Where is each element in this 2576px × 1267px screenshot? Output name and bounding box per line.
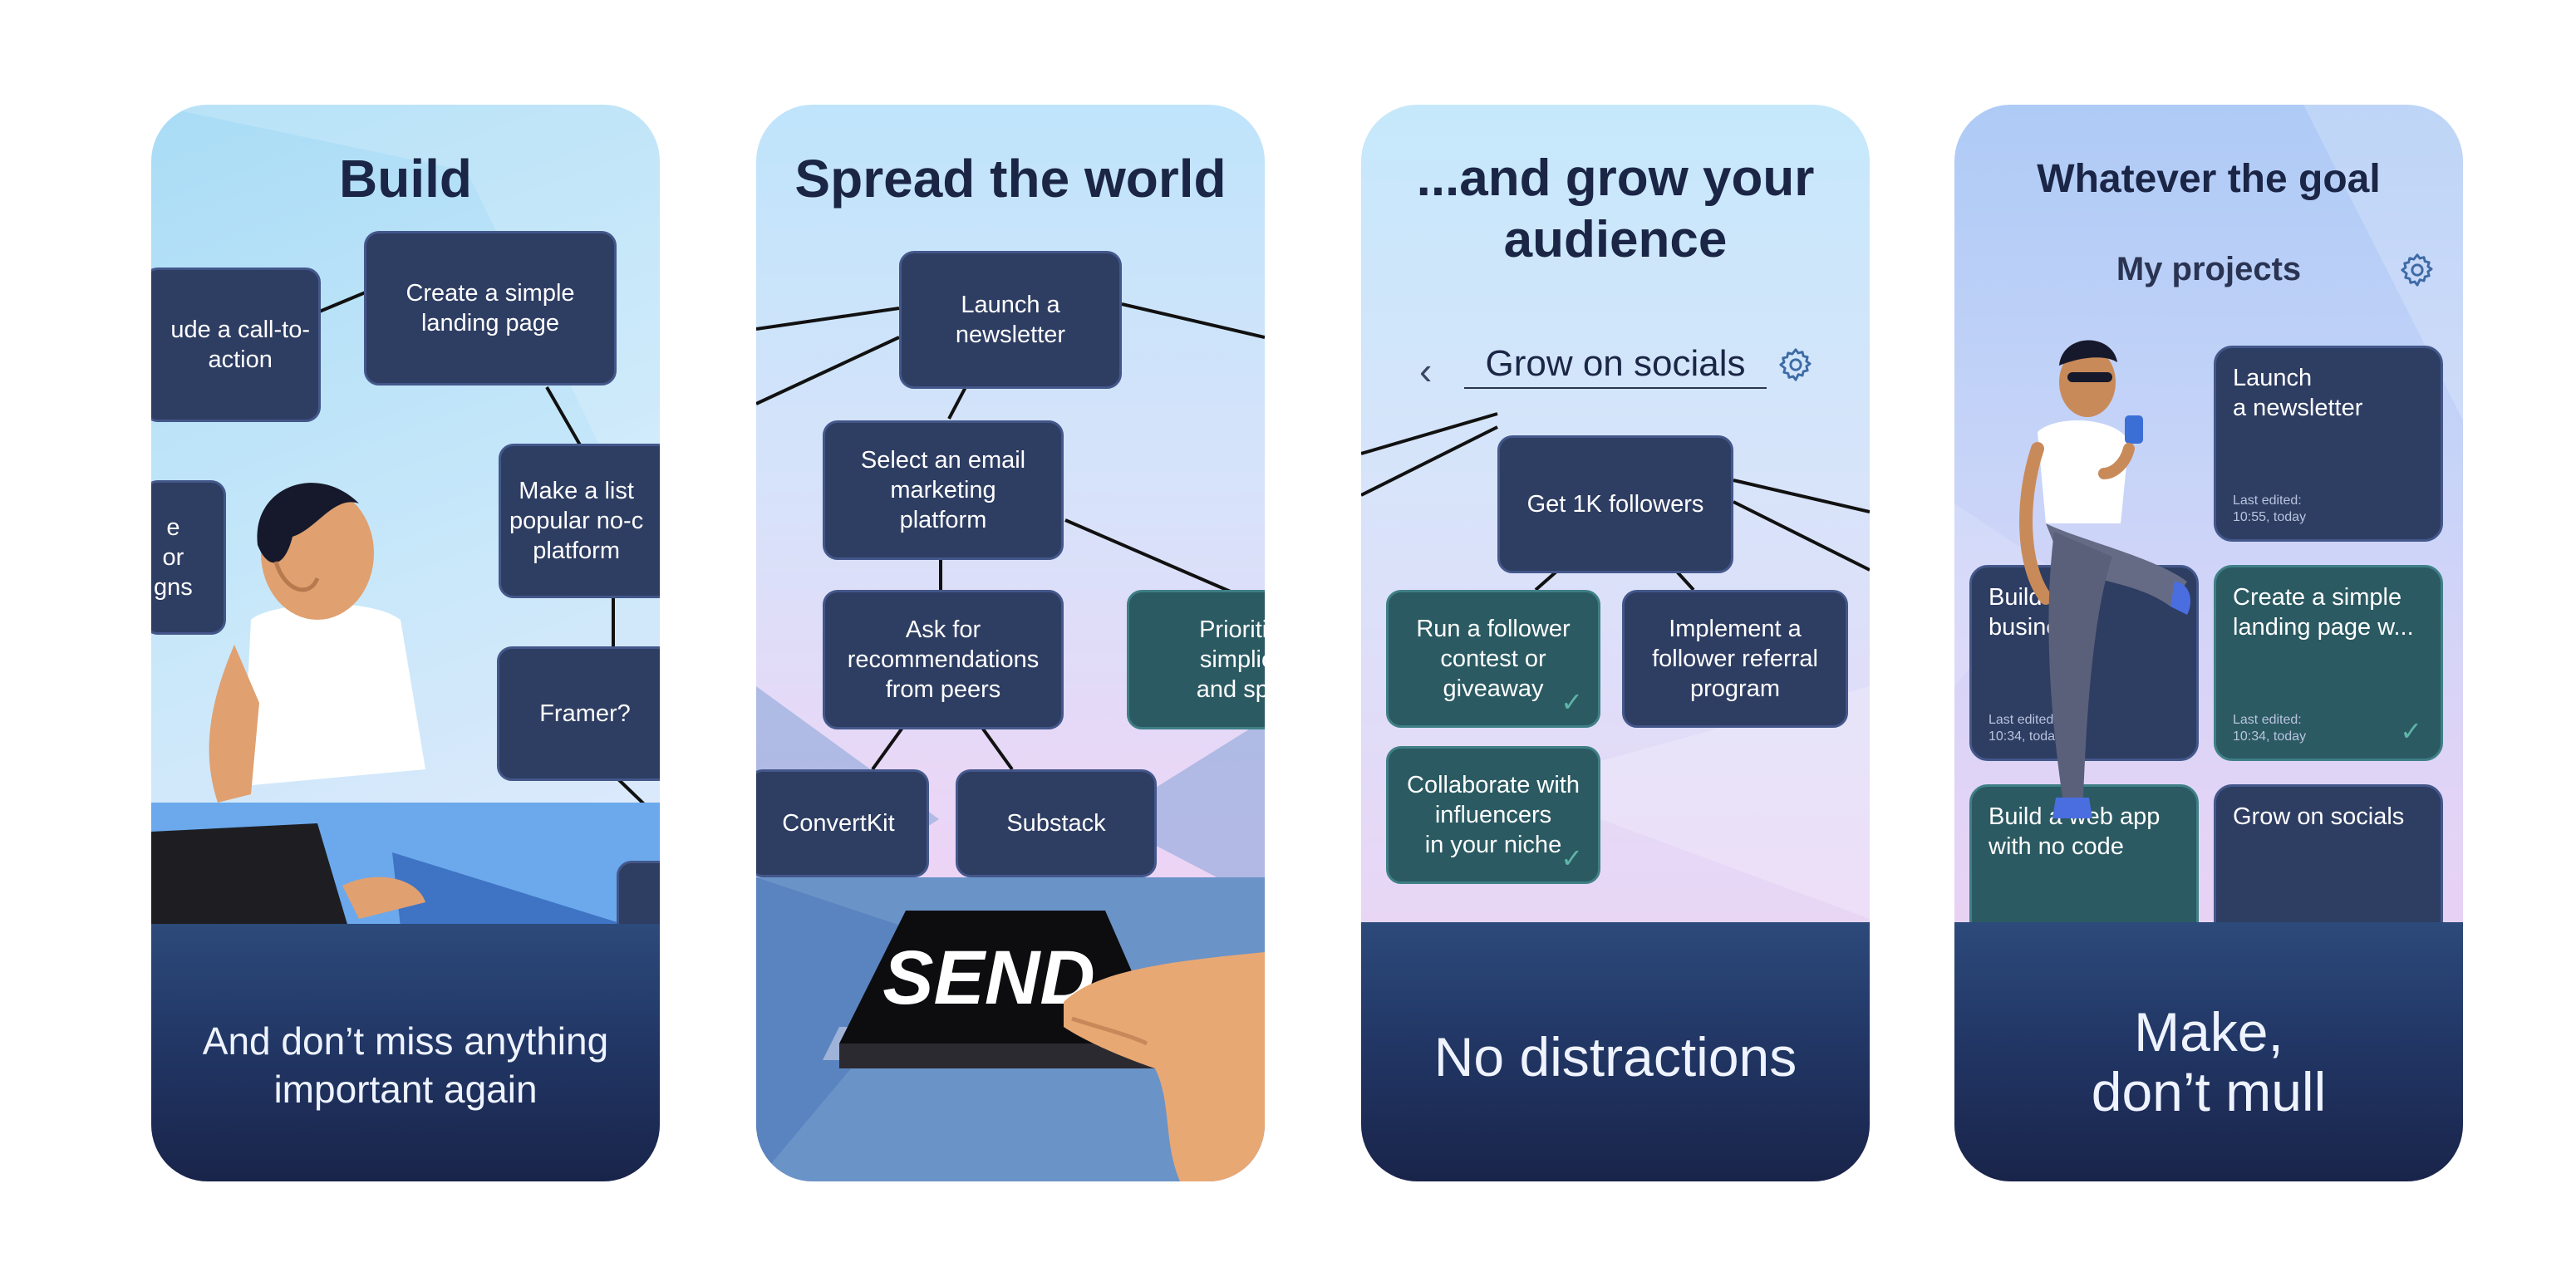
gear-icon[interactable]: [1777, 346, 1815, 384]
check-icon: ✓: [2400, 716, 2422, 746]
screen-caption: And don’t miss anything important again: [202, 1019, 609, 1111]
node-label: Run a follower contest or giveaway: [1416, 616, 1571, 702]
mindmap-node[interactable]: e or gns: [151, 480, 226, 635]
mindmap-node[interactable]: Prioritiz simplici and spe: [1127, 590, 1265, 729]
mindmap-node[interactable]: Launch a newsletter: [899, 251, 1122, 389]
gear-icon[interactable]: [2398, 251, 2436, 289]
screen-title: Whatever the goal: [2037, 157, 2381, 201]
back-chevron-icon[interactable]: ‹: [1419, 349, 1433, 392]
project-edited: Last edited: 10:34, today: [2233, 713, 2307, 744]
check-icon: ✓: [1561, 687, 1583, 717]
screen-projects: Whatever the goal My projects Launch a n…: [1954, 105, 2463, 1181]
footer-panel: Make, don’t mull: [1954, 922, 2463, 1181]
check-icon: ✓: [1561, 843, 1583, 873]
person-sitting-illustration: [2019, 340, 2191, 818]
projects-header: My projects: [2116, 251, 2302, 287]
mindmap-node[interactable]: Framer?: [497, 646, 660, 781]
screen-build: Build ude a call-to- action Create a sim…: [151, 105, 660, 1181]
mindmap-node[interactable]: Run a follower contest or giveaway ✓: [1386, 590, 1600, 728]
project-card[interactable]: Launch a newsletter Last edited: 10:55, …: [2214, 346, 2443, 542]
mindmap-node[interactable]: Select an email marketing platform: [823, 420, 1064, 560]
project-edited: Last edited: 10:34, today: [1989, 713, 2062, 744]
project-title: Build a web app with no code: [1989, 803, 2161, 860]
mindmap-node[interactable]: Create a simple landing page: [364, 231, 617, 386]
mindmap-node[interactable]: Substack: [956, 769, 1157, 877]
project-title: Grow on socials: [2233, 803, 2405, 830]
screen-title: ...and grow your audience: [1416, 150, 1815, 268]
screen-spread: Spread the world Launch a newsletter Sel…: [756, 105, 1265, 1181]
footer-panel: No distractions: [1361, 922, 1870, 1181]
screen-caption: Make, don’t mull: [2091, 1001, 2327, 1122]
mindmap-node[interactable]: Make a list popular no-c platform: [499, 444, 660, 598]
send-label: SEND: [882, 936, 1095, 1020]
mindmap-connectors: [1361, 412, 1870, 919]
project-card[interactable]: Create a simple landing page w... Last e…: [2214, 565, 2443, 761]
mindmap-node[interactable]: ude a call-to- action: [151, 268, 321, 422]
screen-title: Spread the world: [794, 149, 1227, 209]
person-thinking-illustration: [151, 483, 425, 944]
nav-title: Grow on socials: [1464, 341, 1767, 389]
mindmap-node[interactable]: ConvertKit: [756, 769, 929, 877]
screen-title: Build: [339, 149, 472, 209]
mindmap-node[interactable]: Ask for recommendations from peers: [823, 590, 1064, 729]
footer-panel: And don’t miss anything important again: [151, 924, 660, 1181]
mindmap-node[interactable]: Collaborate with influencers in your nic…: [1386, 746, 1600, 884]
mindmap-node[interactable]: Implement a follower referral program: [1622, 590, 1848, 728]
project-title: Create a simple landing page w...: [2233, 584, 2414, 641]
mindmap-node[interactable]: Get 1K followers: [1497, 435, 1733, 573]
project-title: Launch a newsletter: [2233, 365, 2363, 421]
project-edited: Last edited: 10:55, today: [2233, 494, 2307, 524]
screen-grow: ...and grow your audience ‹ Grow on soci…: [1361, 105, 1870, 1181]
screen-caption: No distractions: [1433, 1026, 1797, 1088]
node-label: Collaborate with influencers in your nic…: [1407, 772, 1580, 858]
send-button-illustration: SEND: [823, 911, 1265, 1181]
